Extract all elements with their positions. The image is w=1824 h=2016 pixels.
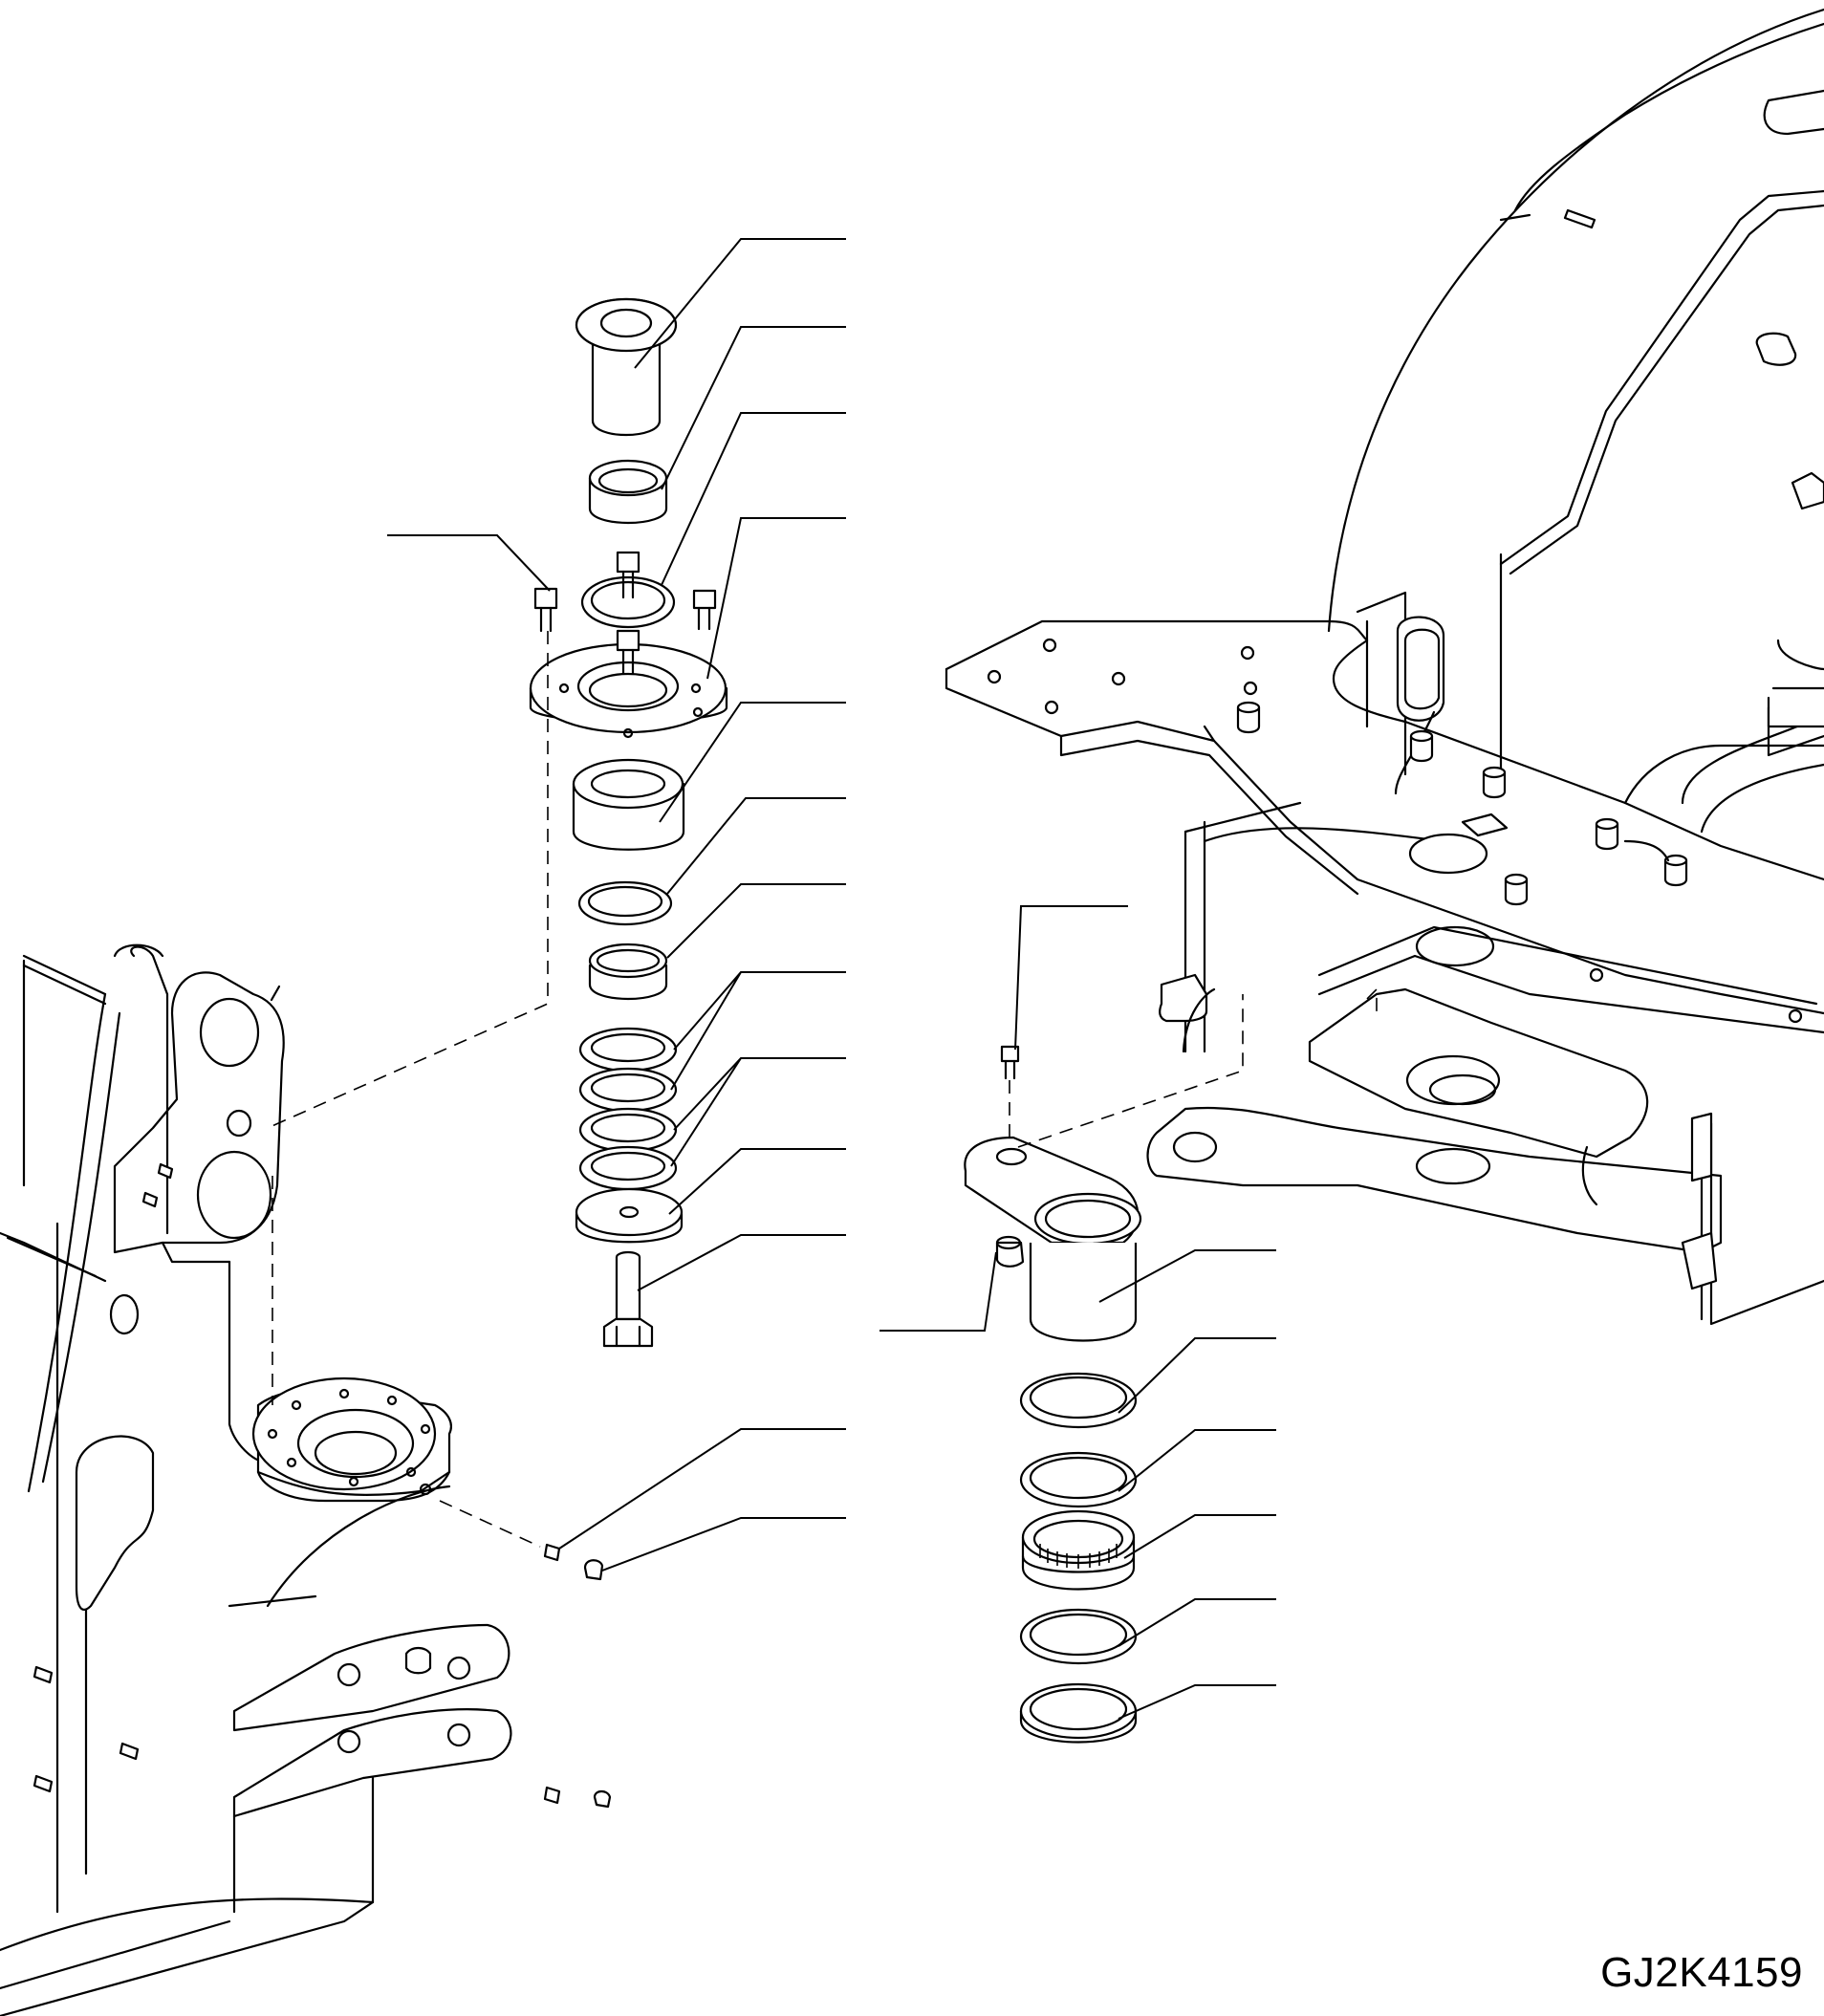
swing-bracket-assembly	[0, 945, 510, 2016]
callout-1	[635, 239, 846, 368]
right-pin-exploded-stack	[965, 1047, 1140, 1743]
callout-17	[1099, 1250, 1276, 1302]
callout-3	[662, 413, 846, 585]
frame-bosses	[1238, 703, 1824, 904]
callout-2	[662, 327, 846, 489]
callout-15	[1015, 906, 1128, 1050]
callout-10	[671, 1058, 846, 1166]
callout-20	[1124, 1515, 1276, 1558]
callout-14	[602, 1518, 846, 1571]
top-plate-holes	[988, 639, 1801, 1022]
callout-19	[1118, 1430, 1276, 1491]
callout-22	[1118, 1685, 1276, 1719]
callout-8	[667, 884, 846, 958]
callout-21	[1118, 1599, 1276, 1646]
callout-18	[1118, 1338, 1276, 1413]
upper-frame-structure	[946, 10, 1824, 1324]
callout-6	[660, 703, 846, 822]
bracket-bolts	[34, 986, 279, 1791]
assembly-guides-left	[268, 631, 548, 1547]
callout-13	[559, 1429, 846, 1549]
callout-9	[671, 972, 846, 1090]
housing-bolt-holes	[269, 1390, 429, 1485]
callout-12	[638, 1235, 846, 1290]
callout-16	[879, 1252, 996, 1331]
drawing-code-label: GJ2K4159	[1600, 1949, 1803, 1996]
callout-leader-lines	[387, 239, 1276, 1719]
callout-11	[669, 1149, 846, 1214]
assembly-guides-right	[1010, 989, 1377, 1147]
callout-5	[707, 518, 846, 679]
callout-4	[387, 535, 550, 591]
kingpin-exploded-stack	[531, 299, 727, 1807]
callout-7	[667, 798, 846, 894]
